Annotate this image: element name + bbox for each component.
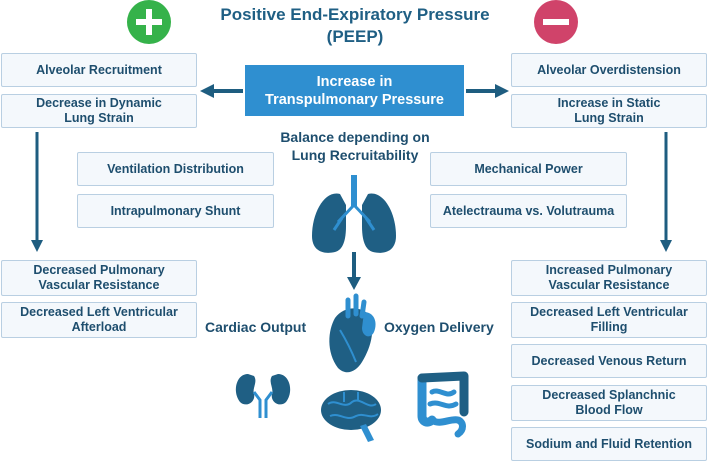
kidneys-icon: [235, 374, 291, 418]
center-line-2: Transpulmonary Pressure: [265, 91, 444, 108]
intestine-icon: [417, 371, 469, 438]
ventilation-distribution-box: Ventilation Distribution: [77, 152, 274, 186]
transpulmonary-pressure-box: Increase in Transpulmonary Pressure: [245, 65, 464, 116]
sodium-fluid-retention-box: Sodium and Fluid Retention: [511, 427, 707, 461]
decreased-pvr-box: Decreased Pulmonary Vascular Resistance: [1, 260, 197, 296]
decreased-splanchnic-flow-box: Decreased Splanchnic Blood Flow: [511, 385, 707, 421]
arrow-to-left: [200, 84, 243, 98]
oxygen-delivery-label: Oxygen Delivery: [384, 319, 494, 335]
arrow-to-right: [466, 84, 509, 98]
intrapulmonary-shunt-box: Intrapulmonary Shunt: [77, 194, 274, 228]
minus-icon: [534, 0, 578, 44]
brain-icon: [321, 390, 381, 442]
atelectrauma-volutrauma-box: Atelectrauma vs. Volutrauma: [430, 194, 627, 228]
balance-line-1: Balance depending on: [280, 129, 430, 145]
diagram-title: Positive End-Expiratory Pressure (PEEP): [190, 4, 520, 48]
cardiac-output-label: Cardiac Output: [205, 319, 307, 335]
plus-icon: [127, 0, 171, 44]
heart-icon: [329, 293, 376, 373]
left-down-arrow: [31, 132, 43, 252]
title-line-1: Positive End-Expiratory Pressure: [220, 5, 490, 24]
balance-label: Balance depending on Lung Recruitability: [250, 128, 460, 164]
title-line-2: (PEEP): [326, 27, 384, 46]
decreased-lv-afterload-box: Decreased Left Ventricular Afterload: [1, 302, 197, 338]
mechanical-power-box: Mechanical Power: [430, 152, 627, 186]
center-down-arrow: [347, 252, 361, 290]
right-down-arrow: [660, 132, 672, 252]
dynamic-lung-strain-box: Decrease in Dynamic Lung Strain: [1, 94, 197, 128]
alveolar-recruitment-box: Alveolar Recruitment: [1, 53, 197, 87]
lungs-icon: [312, 175, 396, 253]
increased-pvr-box: Increased Pulmonary Vascular Resistance: [511, 260, 707, 296]
decreased-lv-filling-box: Decreased Left Ventricular Filling: [511, 302, 707, 338]
static-lung-strain-box: Increase in Static Lung Strain: [511, 94, 707, 128]
balance-line-2: Lung Recruitability: [291, 147, 419, 163]
decreased-venous-return-box: Decreased Venous Return: [511, 344, 707, 378]
alveolar-overdistension-box: Alveolar Overdistension: [511, 53, 707, 87]
center-line-1: Increase in: [316, 73, 393, 90]
